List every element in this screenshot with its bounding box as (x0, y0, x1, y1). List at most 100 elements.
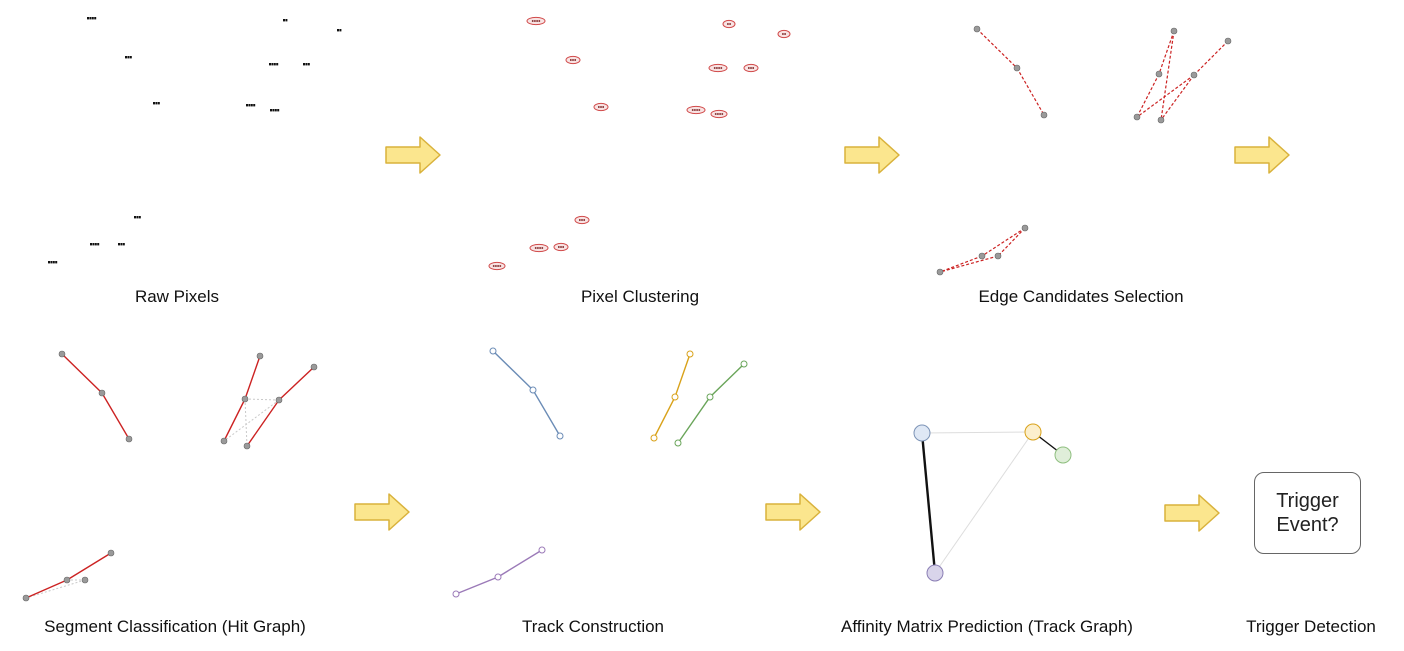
pixel-cluster (686, 105, 706, 115)
raw-pixel (92, 243, 95, 246)
label-trigger-detection: Trigger Detection (1246, 617, 1376, 636)
track-purple-hit (452, 590, 460, 598)
pixel-cluster (722, 19, 736, 29)
pixel-cluster (488, 261, 506, 271)
edge-candidate (939, 255, 983, 273)
pixel-cluster (777, 29, 791, 39)
raw-pixel (337, 29, 339, 32)
flow-arrow (1164, 494, 1220, 532)
trigger-box-line2: Event? (1276, 514, 1339, 536)
edge-candidate (1160, 74, 1195, 121)
pixel-clustering-panel (488, 16, 791, 271)
label-pixel-clustering: Pixel Clustering (580, 287, 700, 306)
cluster-pixel (531, 20, 534, 22)
raw-pixel (52, 261, 55, 264)
edge-candidate (1136, 73, 1160, 118)
hit-node (1170, 27, 1178, 35)
cluster-pixel (752, 67, 754, 69)
track-construction-panel (452, 347, 748, 598)
edge-candidate (1158, 30, 1175, 75)
cluster-pixel (713, 67, 716, 69)
raw-pixel (248, 104, 251, 107)
raw-pixel (89, 17, 92, 20)
hit-node (107, 549, 115, 557)
raw-pixel (153, 102, 155, 105)
cluster-pixel (579, 219, 581, 221)
raw-pixel (339, 29, 342, 32)
trigger-event-box: Trigger Event? (1254, 472, 1361, 554)
raw-pixel (303, 63, 305, 66)
edge-candidate (939, 255, 999, 273)
cluster-pixel (562, 246, 564, 248)
cluster-pixel (717, 113, 719, 115)
label-track-construction: Track Construction (521, 617, 665, 636)
hit-node (936, 268, 944, 276)
track-orange-hit (686, 350, 694, 358)
raw-pixel (122, 243, 125, 246)
hit-node (1224, 37, 1232, 45)
cluster-pixel (748, 67, 750, 69)
raw-pixel (118, 243, 120, 246)
segment-true (244, 355, 261, 400)
cluster-pixel (534, 20, 536, 22)
edge-candidate (1193, 40, 1229, 76)
hit-node (994, 252, 1002, 260)
track-orange-hit (650, 434, 658, 442)
raw-pixels-panel (48, 17, 342, 264)
cluster-pixel (536, 20, 538, 22)
raw-pixel (90, 243, 92, 246)
raw-pixel (155, 102, 158, 105)
cluster-pixel (718, 67, 720, 69)
segment-true (61, 353, 103, 394)
hit-node (1157, 116, 1165, 124)
hit-node (243, 442, 251, 450)
cluster-pixel (714, 113, 717, 115)
raw-pixel (276, 63, 279, 66)
affinity-edge-weak (934, 431, 1034, 574)
track-green-hit (674, 439, 682, 447)
raw-pixel (94, 17, 97, 20)
hit-node (973, 25, 981, 33)
hit-node (22, 594, 30, 602)
raw-pixel (97, 243, 100, 246)
cluster-pixel (600, 106, 602, 108)
segment-classification-panel (22, 350, 318, 602)
raw-pixel (91, 17, 94, 20)
track-green-hit (706, 393, 714, 401)
raw-pixel (285, 19, 288, 22)
track-blue (492, 350, 561, 437)
raw-pixel (129, 56, 132, 59)
cluster-pixel (729, 23, 731, 25)
hit-node (310, 363, 318, 371)
hit-node (1155, 70, 1163, 78)
raw-pixel (136, 216, 139, 219)
label-edge-candidates: Edge Candidates Selection (978, 287, 1184, 306)
cluster-pixel (538, 20, 541, 22)
edge-candidate (1016, 67, 1045, 116)
cluster-pixel (560, 246, 562, 248)
track-blue-hit (489, 347, 497, 355)
track-blue-hit (529, 386, 537, 394)
cluster-pixel (499, 265, 502, 267)
segment-true (246, 399, 280, 447)
track-green (677, 363, 745, 444)
hit-node (1040, 111, 1048, 119)
cluster-pixel (716, 67, 718, 69)
hit-node (275, 396, 283, 404)
hit-node (58, 350, 66, 358)
hit-node (220, 437, 228, 445)
cluster-pixel (719, 113, 721, 115)
edge-candidates-panel (936, 25, 1232, 276)
hit-node (98, 389, 106, 397)
raw-pixel (277, 109, 280, 112)
pixel-cluster (529, 243, 549, 253)
cluster-pixel (558, 246, 560, 248)
raw-pixel (283, 19, 285, 22)
flow-arrow (844, 136, 900, 174)
flow-arrow (354, 493, 410, 531)
edge-candidate (981, 227, 1026, 257)
cluster-pixel (696, 109, 698, 111)
hit-node (256, 352, 264, 360)
label-segment-classification: Segment Classification (Hit Graph) (44, 617, 306, 636)
